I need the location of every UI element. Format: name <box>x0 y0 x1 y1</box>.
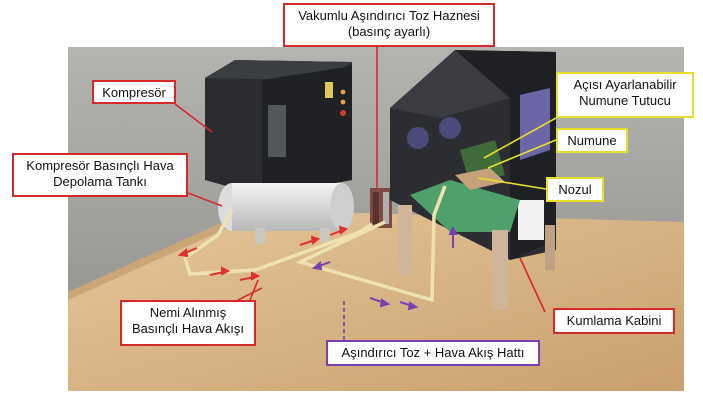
tank-label-line1: Kompresör Basınçlı Hava <box>26 158 174 173</box>
nozzle-label: Nozul <box>546 177 604 202</box>
sample-holder-label-line1: Açısı Ayarlanabilir <box>573 77 677 92</box>
vacuum-hopper <box>370 188 392 228</box>
abrasive-line-label: Aşındırıcı Toz + Hava Akış Hattı <box>326 340 540 366</box>
air-tank <box>218 183 354 244</box>
cabinet-label: Kumlama Kabini <box>553 308 675 334</box>
leader-lines <box>174 47 557 340</box>
specimen-label: Numune <box>556 128 628 153</box>
vacuum-hopper-label-line1: Vakumlu Aşındırıcı Toz Haznesi <box>298 8 480 23</box>
sample-holder-label-line2: Numune Tutucu <box>579 93 671 108</box>
cabinet-label-line1: Kumlama Kabini <box>566 313 662 328</box>
vacuum-hopper-label-line2: (basınç ayarlı) <box>347 24 431 39</box>
abrasive-hose <box>295 185 447 303</box>
tank-label-line2: Depolama Tankı <box>53 174 147 189</box>
dried-air-label: Nemi Alınmış Basınçlı Hava Akışı <box>120 300 256 346</box>
abrasive-flow-arrows <box>311 225 458 311</box>
air-flow-arrows <box>177 225 349 281</box>
dried-air-label-line2: Basınçlı Hava Akışı <box>132 321 244 336</box>
compressor <box>205 60 352 196</box>
nozzle-label-line1: Nozul <box>558 182 592 197</box>
tank-label: Kompresör Basınçlı Hava Depolama Tankı <box>12 153 188 197</box>
abrasive-line-label-line1: Aşındırıcı Toz + Hava Akış Hattı <box>341 345 525 360</box>
sample-holder-label: Açısı Ayarlanabilir Numune Tutucu <box>556 72 694 118</box>
blasting-cabinet <box>390 50 556 310</box>
compressor-label: Kompresör <box>92 80 176 104</box>
specimen-label-line1: Numune <box>567 133 617 148</box>
compressor-label-line1: Kompresör <box>102 85 166 100</box>
vacuum-hopper-label: Vakumlu Aşındırıcı Toz Haznesi (basınç a… <box>283 3 495 47</box>
dried-air-label-line1: Nemi Alınmış <box>149 305 227 320</box>
